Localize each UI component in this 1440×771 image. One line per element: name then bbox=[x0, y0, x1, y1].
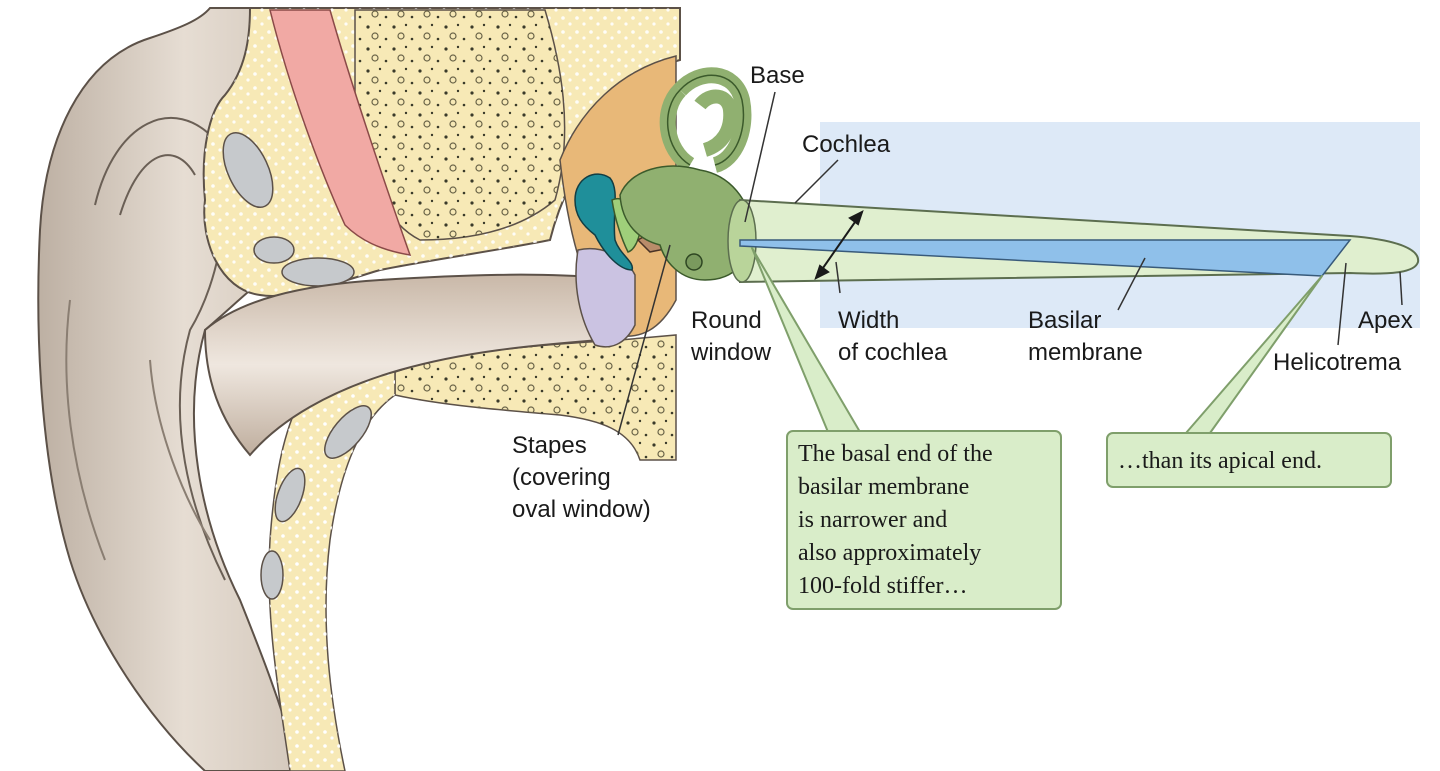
label-round-window: Round window bbox=[691, 307, 772, 366]
callout-basal-end: The basal end of the basilar membrane is… bbox=[786, 430, 1062, 610]
temporal-bone bbox=[202, 7, 681, 297]
label-stapes: Stapes (covering oval window) bbox=[512, 432, 651, 523]
label-base: Base bbox=[750, 62, 805, 89]
label-cochlea: Cochlea bbox=[802, 131, 891, 158]
label-width-of-cochlea: Width of cochlea bbox=[838, 307, 948, 366]
label-basilar-membrane: Basilar membrane bbox=[1028, 307, 1143, 366]
ossicle-malleus bbox=[574, 173, 634, 271]
lower-temporal-bone bbox=[260, 334, 677, 771]
leader-lines bbox=[617, 91, 1403, 436]
inner-ear bbox=[619, 67, 753, 281]
round-window-marker bbox=[685, 253, 703, 271]
callout-apical-end: …than its apical end. bbox=[1106, 432, 1392, 488]
width-arrow bbox=[814, 210, 864, 280]
label-apex: Apex bbox=[1358, 307, 1413, 334]
label-helicotrema: Helicotrema bbox=[1273, 349, 1402, 376]
ear-canal bbox=[203, 273, 601, 457]
